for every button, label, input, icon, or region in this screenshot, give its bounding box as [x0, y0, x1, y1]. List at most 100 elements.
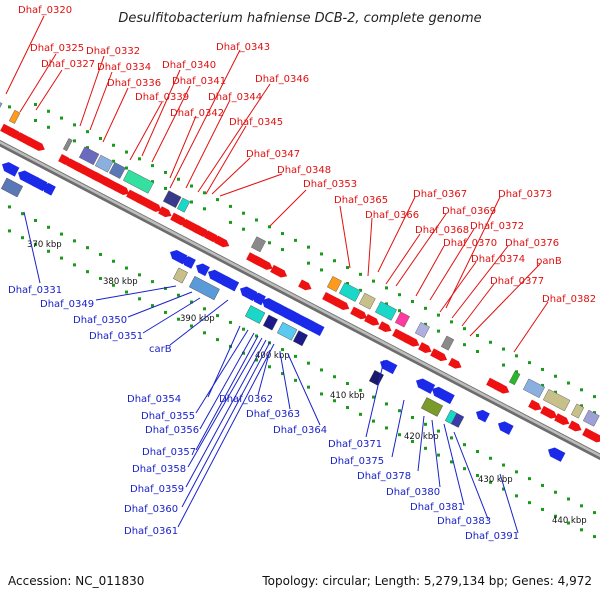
gene-label[interactable]: Dhaf_0376	[505, 238, 559, 249]
reverse-gene-arrow	[252, 292, 266, 306]
gene-label[interactable]: Dhaf_0365	[334, 195, 388, 206]
track-dot	[593, 395, 596, 399]
track-dot	[307, 385, 310, 389]
track-dot	[424, 322, 427, 326]
arrow-shape	[582, 427, 600, 443]
gene-label[interactable]: Dhaf_0361	[124, 526, 178, 537]
arrow-shape	[548, 447, 566, 462]
gene-label[interactable]: Dhaf_0348	[277, 165, 331, 176]
reverse-gene-arrow	[220, 276, 240, 292]
forward-gene-arrow	[270, 264, 288, 278]
gene-label[interactable]: Dhaf_0343	[216, 42, 270, 53]
arrow-shape	[404, 334, 420, 347]
track-dot	[190, 324, 193, 328]
gene-label[interactable]: Dhaf_0374	[471, 254, 525, 265]
box-shape	[582, 409, 600, 427]
tick-label: 440 kbp	[552, 516, 587, 526]
track-dot	[99, 252, 102, 256]
gene-label[interactable]: Dhaf_0351	[89, 331, 143, 342]
gene-label[interactable]: Dhaf_0347	[246, 149, 300, 160]
gene-label[interactable]: Dhaf_0357	[142, 447, 196, 458]
gene-label[interactable]: panB	[536, 256, 562, 267]
gene-label[interactable]: Dhaf_0362	[219, 394, 273, 405]
gene-label[interactable]: Dhaf_0331	[8, 285, 62, 296]
track-dot	[151, 304, 154, 308]
tick-label: 410 kbp	[330, 391, 365, 401]
gene-label[interactable]: Dhaf_0350	[73, 315, 127, 326]
forward-feature-box	[570, 403, 585, 419]
gene-label[interactable]: Dhaf_0346	[255, 74, 309, 85]
gene-label[interactable]: Dhaf_0373	[498, 189, 552, 200]
arrow-shape	[170, 212, 188, 226]
gene-label[interactable]: Dhaf_0391	[465, 531, 519, 542]
reverse-gene-arrow	[416, 378, 436, 394]
gene-label[interactable]: carB	[149, 344, 172, 355]
track-dot	[450, 460, 453, 464]
gene-label[interactable]: Dhaf_0363	[246, 409, 300, 420]
reverse-feature-box	[244, 305, 266, 324]
gene-label[interactable]: Dhaf_0368	[415, 225, 469, 236]
gene-label[interactable]: Dhaf_0360	[124, 504, 178, 515]
track-dot	[346, 282, 349, 286]
box-shape	[358, 292, 376, 310]
gene-label[interactable]: Dhaf_0358	[132, 464, 186, 475]
gene-label[interactable]: Dhaf_0349	[40, 299, 94, 310]
track-dot	[580, 528, 583, 532]
arrow-shape	[114, 183, 130, 196]
gene-label[interactable]: Dhaf_0356	[145, 425, 199, 436]
gene-label[interactable]: Dhaf_0372	[470, 221, 524, 232]
gene-label[interactable]: Dhaf_0320	[18, 5, 72, 16]
gene-label[interactable]: Dhaf_0370	[443, 238, 497, 249]
gene-label[interactable]: Dhaf_0354	[127, 394, 181, 405]
track-dot	[398, 293, 401, 297]
gene-label[interactable]: Dhaf_0375	[330, 456, 384, 467]
arrow-shape	[214, 235, 230, 248]
gene-label[interactable]: Dhaf_0334	[97, 62, 151, 73]
gene-label[interactable]: Dhaf_0378	[357, 471, 411, 482]
forward-gene-arrow	[194, 225, 210, 237]
gene-label[interactable]: Dhaf_0332	[86, 46, 140, 57]
gene-label[interactable]: Dhaf_0345	[229, 117, 283, 128]
gene-label[interactable]: Dhaf_0353	[303, 179, 357, 190]
tick-label: 430 kbp	[478, 475, 513, 485]
gene-label[interactable]: Dhaf_0339	[135, 92, 189, 103]
track-dot	[112, 283, 115, 287]
gene-label[interactable]: Dhaf_0327	[41, 59, 95, 70]
arrow-shape	[416, 378, 436, 394]
gene-label[interactable]: Dhaf_0380	[386, 487, 440, 498]
track-dot	[151, 280, 154, 284]
gene-label[interactable]: Dhaf_0340	[162, 60, 216, 71]
box-shape	[394, 311, 410, 328]
gene-label[interactable]: Dhaf_0382	[542, 294, 596, 305]
box-shape	[522, 378, 546, 399]
box-shape	[262, 314, 278, 331]
track-dot	[125, 266, 128, 270]
track-dot	[346, 382, 349, 386]
track-dot	[47, 249, 50, 253]
gene-label[interactable]: Dhaf_0367	[413, 189, 467, 200]
gene-label[interactable]: Dhaf_0381	[410, 502, 464, 513]
gene-label[interactable]: Dhaf_0369	[442, 206, 496, 217]
gene-label[interactable]: Dhaf_0336	[107, 78, 161, 89]
gene-label[interactable]: Dhaf_0377	[490, 276, 544, 287]
gene-label[interactable]: Dhaf_0341	[172, 76, 226, 87]
box-shape	[176, 197, 191, 213]
gene-label[interactable]: Dhaf_0359	[130, 484, 184, 495]
gene-label[interactable]: Dhaf_0364	[273, 425, 327, 436]
track-dot	[125, 166, 128, 170]
forward-feature-box	[162, 190, 182, 209]
gene-label[interactable]: Dhaf_0344	[208, 92, 262, 103]
track-dot	[554, 390, 557, 394]
track-dot	[138, 157, 141, 161]
gene-label[interactable]: Dhaf_0371	[328, 439, 382, 450]
gene-label[interactable]: Dhaf_0355	[141, 411, 195, 422]
track-dot	[541, 383, 544, 387]
gene-label[interactable]: Dhaf_0383	[437, 516, 491, 527]
track-dot	[463, 443, 466, 447]
arrow-shape	[148, 201, 162, 212]
gene-label[interactable]: Dhaf_0366	[365, 210, 419, 221]
track-dot	[320, 368, 323, 372]
gene-label[interactable]: Dhaf_0325	[30, 43, 84, 54]
gene-label[interactable]: Dhaf_0342	[170, 108, 224, 119]
reverse-gene-arrow	[196, 263, 210, 277]
